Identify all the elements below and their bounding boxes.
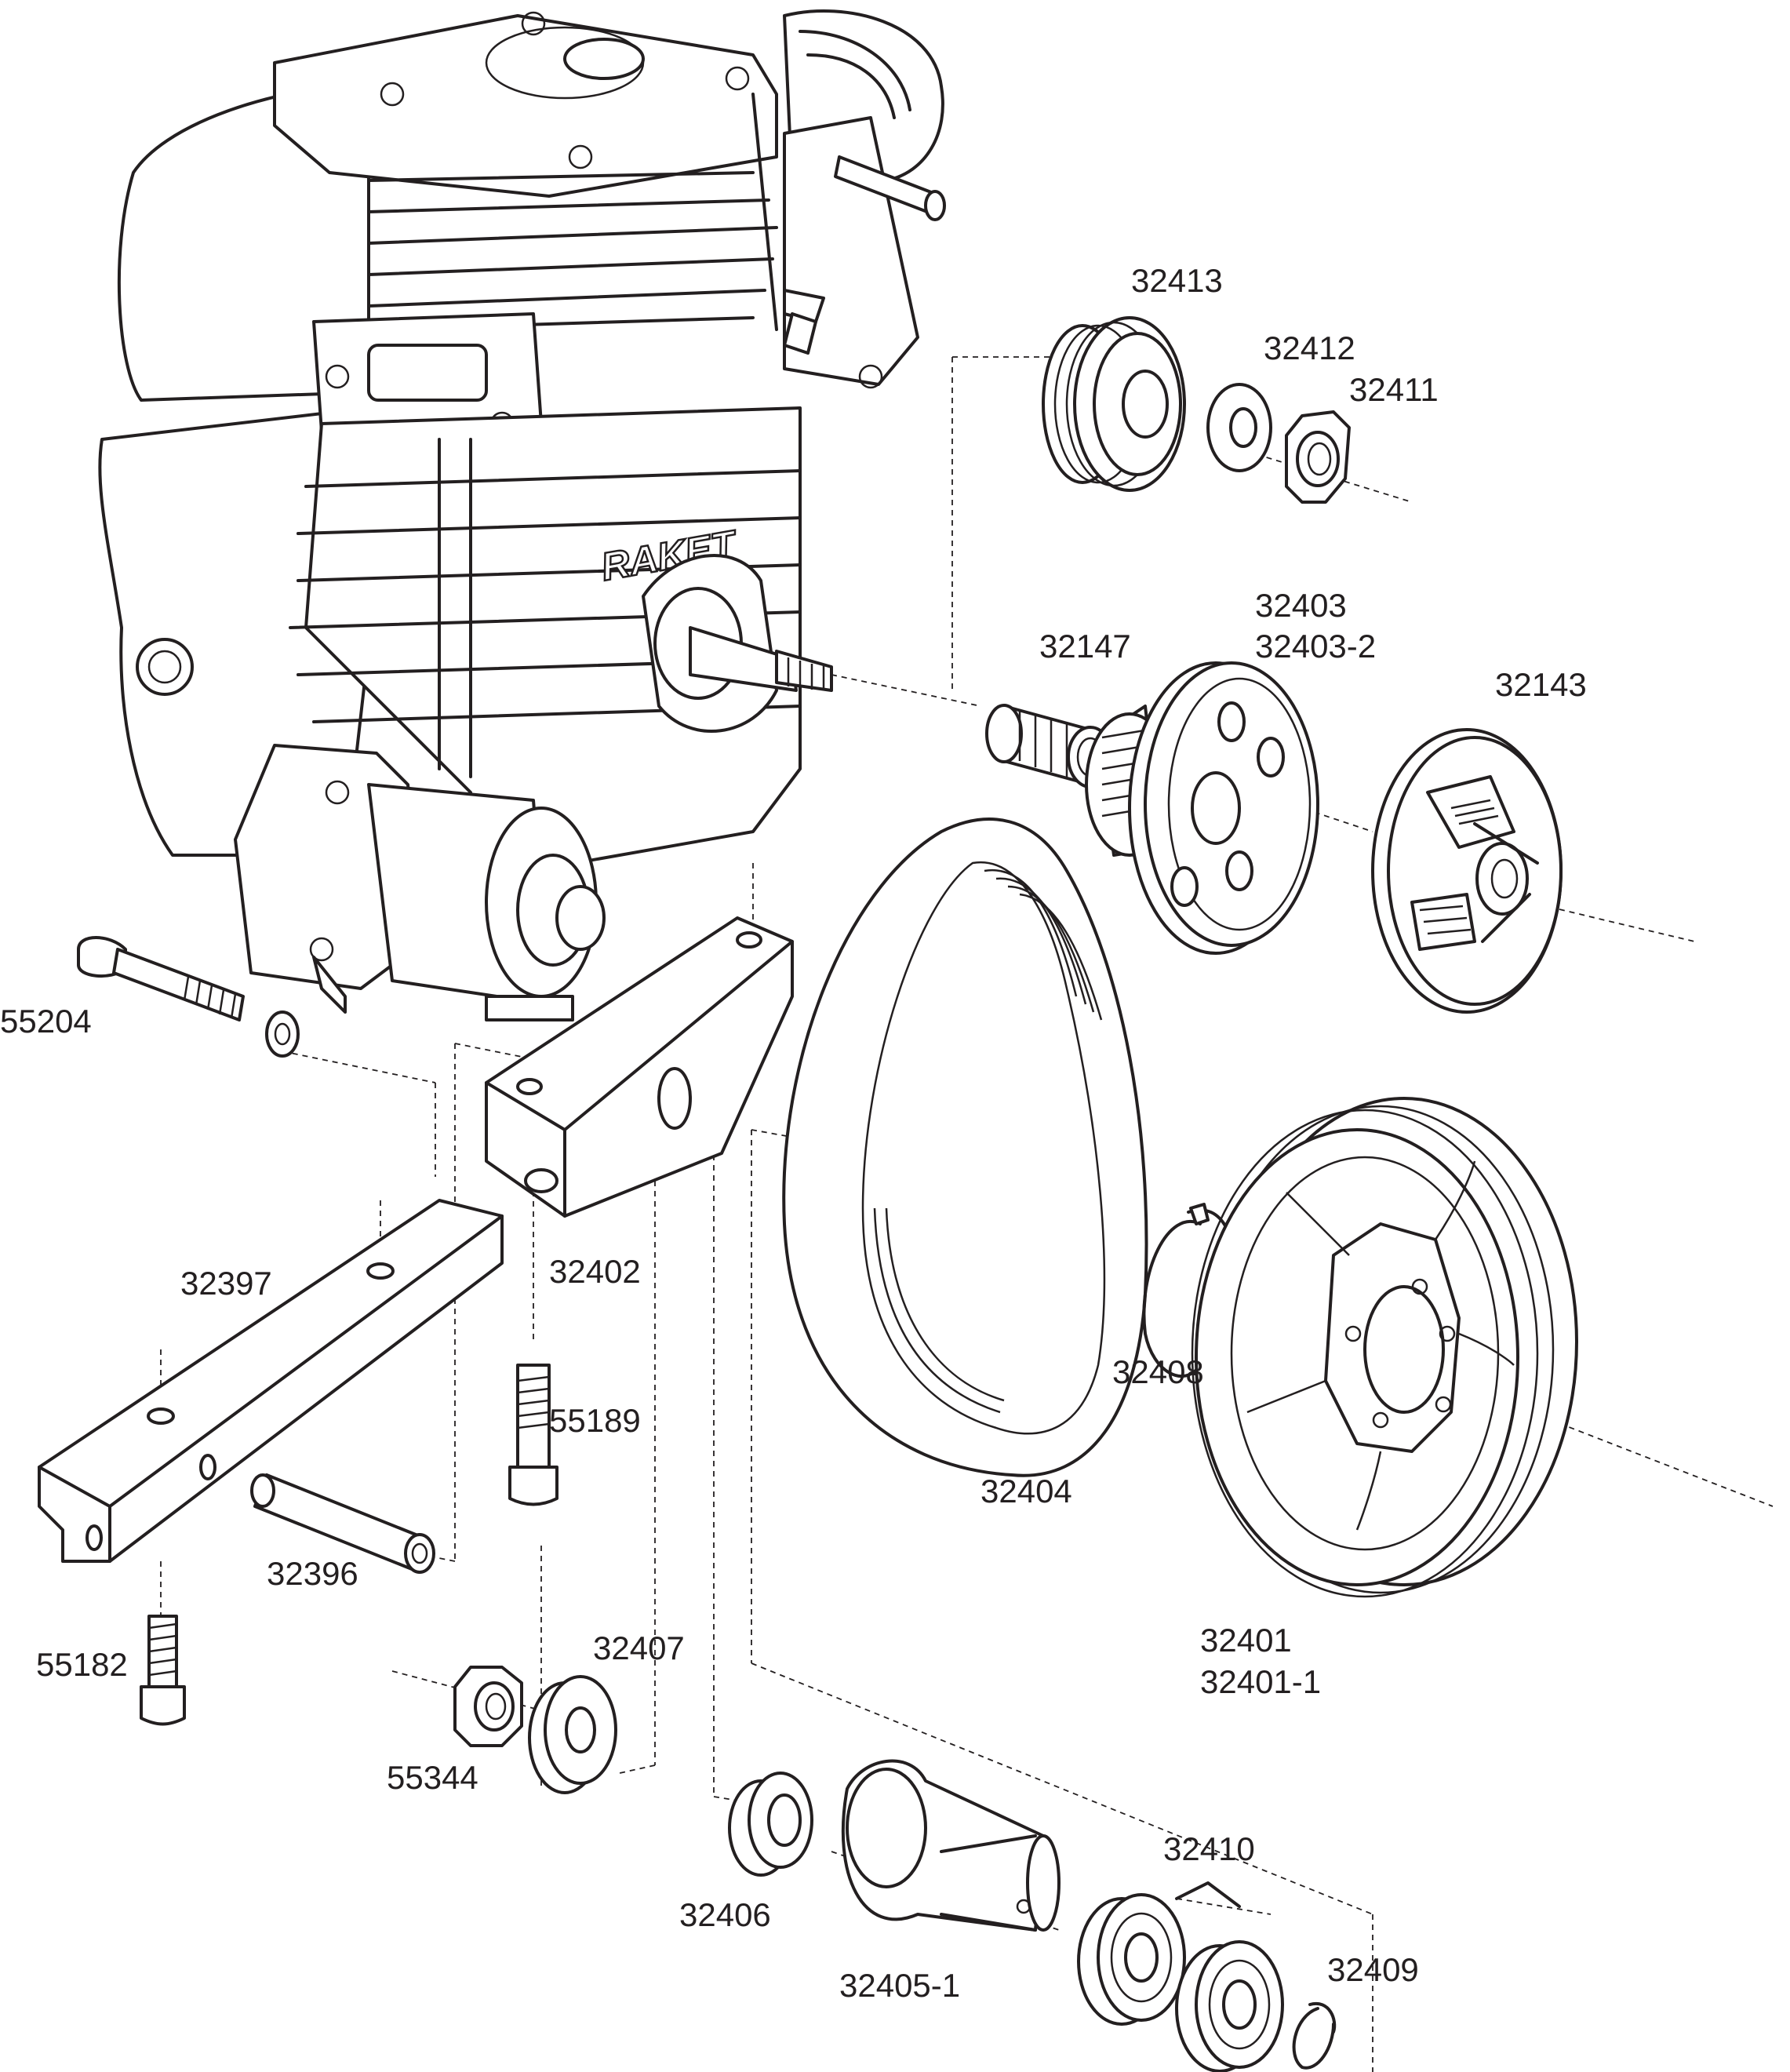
belt-32404: [782, 818, 1148, 1477]
label-55204: 55204: [0, 1003, 92, 1040]
label-32397: 32397: [180, 1265, 272, 1302]
part-labels: 32413 32412 32411 32403 32403-2 32147 32…: [0, 262, 1587, 2004]
bracket-32397: [38, 1199, 504, 1563]
shaft-32405-1: [841, 1759, 1061, 1932]
circlip-32409: [1292, 2001, 1337, 2070]
bolt-55182: [140, 1615, 186, 1726]
label-32405-1: 32405-1: [839, 1967, 960, 2004]
nut-32411: [1285, 410, 1351, 504]
big-pulley-32401: [1191, 1097, 1578, 1598]
label-32143: 32143: [1495, 666, 1587, 703]
label-32410: 32410: [1163, 1830, 1255, 1867]
washer-32412: [1206, 383, 1272, 472]
label-55189: 55189: [549, 1402, 641, 1439]
clutch-32143: [1371, 728, 1563, 1014]
bush-32406: [728, 1772, 813, 1877]
label-55182: 55182: [36, 1646, 128, 1683]
label-32404: 32404: [980, 1473, 1072, 1509]
pulley-32413: [1042, 316, 1186, 492]
spacer-32396: [250, 1473, 435, 1574]
label-32406: 32406: [679, 1896, 771, 1933]
bolt-55204: [77, 936, 245, 1021]
label-32411: 32411: [1349, 371, 1439, 408]
bearing-32410: [1077, 1893, 1284, 2072]
nut-55344: [453, 1666, 523, 1747]
label-32147: 32147: [1039, 628, 1131, 665]
bolt-55189: [508, 1364, 558, 1506]
washer-32407: [528, 1675, 617, 1794]
engine-block: RAKET: [98, 9, 946, 1021]
label-32407: 32407: [593, 1630, 685, 1666]
label-32396: 32396: [267, 1555, 358, 1592]
label-32408: 32408: [1112, 1353, 1204, 1390]
engine-mount-32402: [485, 916, 794, 1218]
label-32412: 32412: [1264, 330, 1355, 366]
label-32403: 32403: [1255, 587, 1347, 624]
label-32401-1: 32401-1: [1200, 1663, 1321, 1700]
washer-55204: [265, 1011, 300, 1058]
label-32403-2: 32403-2: [1255, 628, 1376, 665]
label-32401: 32401: [1200, 1622, 1292, 1659]
label-32409: 32409: [1327, 1951, 1419, 1988]
label-32402: 32402: [549, 1253, 641, 1290]
label-55344: 55344: [387, 1759, 478, 1796]
label-32413: 32413: [1131, 262, 1223, 299]
clutch-drum-32403: [1085, 661, 1319, 955]
